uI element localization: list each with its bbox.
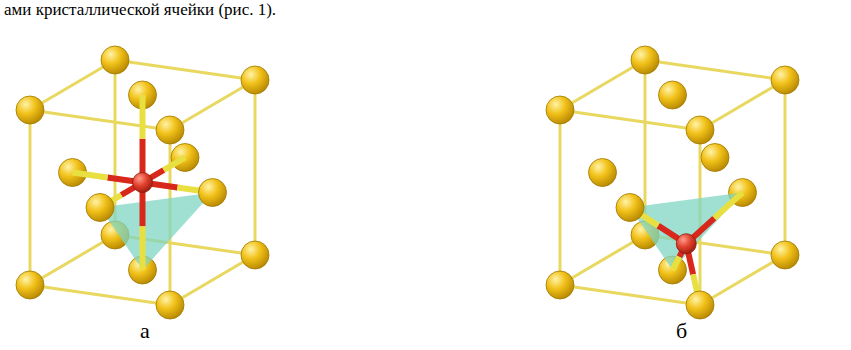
- cell-edge: [559, 110, 562, 285]
- atom: [616, 194, 644, 222]
- cell-edge: [170, 80, 255, 130]
- cell-edge: [30, 235, 115, 285]
- atom: [589, 159, 617, 187]
- atom: [701, 144, 729, 172]
- atom: [156, 291, 184, 319]
- void-bond: [164, 158, 185, 171]
- void-site: [133, 173, 153, 193]
- octahedral-cell: [16, 46, 269, 319]
- void-bond: [73, 173, 108, 178]
- caption-fragment: ами кристаллической ячейки (рис. 1).: [4, 0, 276, 20]
- cell-edge: [30, 285, 170, 305]
- atom: [631, 46, 659, 74]
- void-bond: [714, 193, 742, 219]
- cell-edge: [29, 110, 32, 285]
- cell-edge: [30, 110, 170, 130]
- atom: [771, 66, 799, 94]
- void-bond: [140, 95, 146, 139]
- atom: [686, 116, 714, 144]
- cell-edge: [700, 255, 785, 305]
- cell-edge: [170, 255, 255, 305]
- atom: [546, 271, 574, 299]
- cell-edge: [700, 80, 785, 130]
- void-bond: [140, 226, 146, 270]
- cell-edge: [560, 110, 700, 130]
- atom: [241, 66, 269, 94]
- atom: [241, 241, 269, 269]
- cell-edge: [560, 60, 645, 110]
- void-face: [100, 193, 213, 271]
- atom: [199, 179, 227, 207]
- void-bond: [673, 257, 680, 270]
- cell-edge: [115, 60, 255, 80]
- atom: [101, 46, 129, 74]
- atom: [771, 241, 799, 269]
- cell-edge: [30, 60, 115, 110]
- atom: [16, 271, 44, 299]
- cell-edge: [560, 235, 645, 285]
- atom: [659, 81, 687, 109]
- atom: [156, 116, 184, 144]
- atom: [686, 291, 714, 319]
- tetrahedral-cell: [546, 46, 799, 319]
- atom: [16, 96, 44, 124]
- cell-edge: [254, 80, 257, 255]
- cell-edge: [560, 285, 700, 305]
- cell-edge: [645, 60, 785, 80]
- atom: [546, 96, 574, 124]
- atom: [86, 194, 114, 222]
- void-site: [676, 234, 696, 254]
- figure-letter: б: [676, 318, 687, 344]
- cell-edge: [784, 80, 787, 255]
- figure-letter: а: [140, 318, 150, 344]
- void-face: [630, 193, 743, 271]
